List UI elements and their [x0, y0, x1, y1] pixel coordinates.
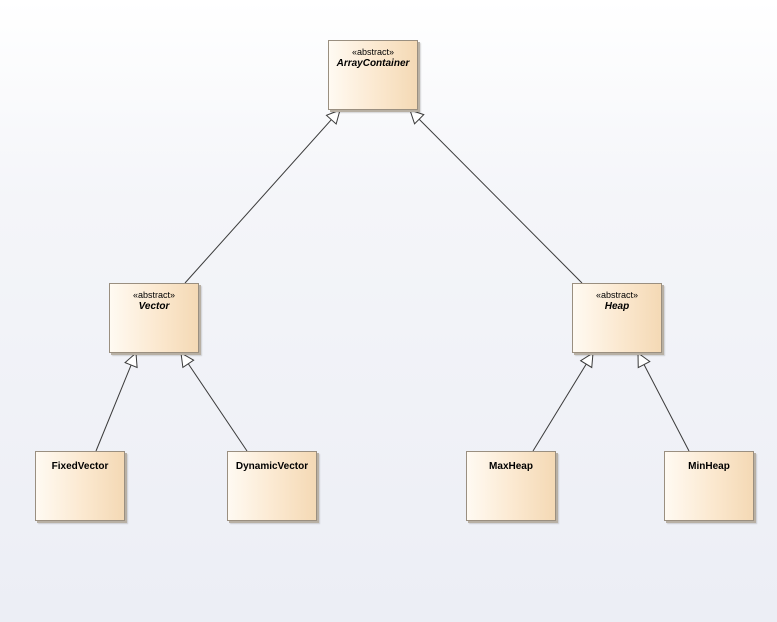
- class-name-label: Vector: [138, 301, 170, 312]
- hollow-arrowhead-icon: [579, 352, 594, 369]
- class-fixed-vector[interactable]: FixedVector: [35, 451, 125, 521]
- class-array-container[interactable]: «abstract» ArrayContainer: [328, 40, 418, 110]
- generalization-vector-to-array-container: [184, 109, 341, 284]
- class-heap[interactable]: «abstract» Heap: [572, 283, 662, 353]
- generalization-max-heap-to-heap: [532, 352, 594, 452]
- generalization-line: [532, 363, 587, 452]
- hollow-arrowhead-icon: [637, 352, 651, 369]
- class-name-label: FixedVector: [51, 461, 109, 472]
- hollow-arrowhead-icon: [325, 109, 341, 125]
- class-name-label: ArrayContainer: [336, 58, 410, 69]
- generalization-fixed-vector-to-vector: [95, 351, 138, 452]
- generalization-line: [184, 119, 332, 284]
- stereotype-label: «abstract»: [595, 290, 639, 300]
- generalization-line: [95, 364, 132, 452]
- generalization-line: [418, 118, 583, 284]
- class-name-label: MinHeap: [688, 461, 730, 472]
- class-name-label: DynamicVector: [235, 461, 309, 472]
- generalization-line: [187, 363, 248, 452]
- generalization-line: [643, 364, 690, 452]
- generalization-min-heap-to-heap: [637, 352, 690, 452]
- class-min-heap[interactable]: MinHeap: [664, 451, 754, 521]
- hollow-arrowhead-icon: [409, 109, 425, 125]
- generalization-dynamic-vector-to-vector: [180, 352, 248, 452]
- hollow-arrowhead-icon: [180, 352, 195, 369]
- class-name-label: MaxHeap: [489, 461, 533, 472]
- class-dynamic-vector[interactable]: DynamicVector: [227, 451, 317, 521]
- generalization-heap-to-array-container: [409, 109, 583, 284]
- stereotype-label: «abstract»: [351, 47, 395, 57]
- stereotype-label: «abstract»: [132, 290, 176, 300]
- class-vector[interactable]: «abstract» Vector: [109, 283, 199, 353]
- hollow-arrowhead-icon: [124, 351, 138, 369]
- class-max-heap[interactable]: MaxHeap: [466, 451, 556, 521]
- class-name-label: Heap: [604, 301, 630, 312]
